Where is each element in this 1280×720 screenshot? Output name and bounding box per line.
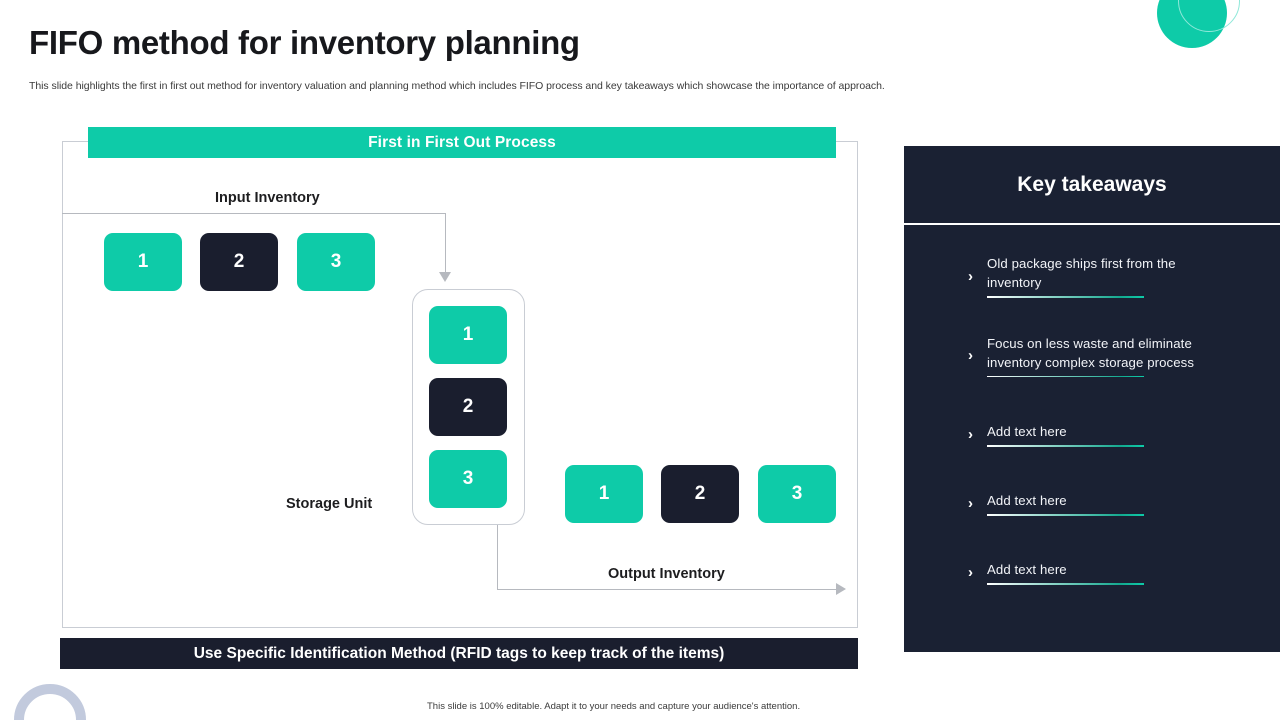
key-takeaway-underline: [987, 514, 1144, 516]
process-banner-title: First in First Out Process: [88, 127, 836, 158]
input-box-3[interactable]: 3: [297, 233, 375, 291]
key-takeaway-text: Add text here: [987, 424, 1067, 440]
key-takeaway-text: Focus on less waste and eliminate invent…: [987, 335, 1195, 370]
key-takeaway-body: Focus on less waste and eliminate invent…: [987, 334, 1201, 378]
key-takeaway-underline: [987, 445, 1144, 447]
input-box-1[interactable]: 1: [104, 233, 182, 291]
key-takeaway-item-4[interactable]: › Add text here: [904, 469, 1280, 538]
key-takeaway-body: Old package ships first from the invento…: [987, 254, 1201, 298]
label-storage-unit: Storage Unit: [286, 496, 373, 512]
input-box-2[interactable]: 2: [200, 233, 278, 291]
page-subtitle: This slide highlights the first in first…: [29, 80, 885, 92]
label-input-inventory: Input Inventory: [209, 190, 326, 206]
input-connector-horizontal: [62, 213, 446, 214]
key-takeaway-text: Add text here: [987, 562, 1067, 578]
output-box-3[interactable]: 3: [758, 465, 836, 523]
input-connector-vertical: [445, 213, 446, 275]
key-takeaway-item-3[interactable]: › Add text here: [904, 400, 1280, 469]
key-takeaway-underline: [987, 583, 1144, 585]
key-takeaway-item-1[interactable]: › Old package ships first from the inven…: [904, 241, 1280, 311]
key-takeaway-body: Add text here: [987, 491, 1201, 516]
output-box-2[interactable]: 2: [661, 465, 739, 523]
key-takeaway-text: Add text here: [987, 493, 1067, 509]
output-arrow-icon: [836, 583, 846, 595]
output-connector-vertical: [497, 525, 498, 590]
key-takeaway-text: Old package ships first from the invento…: [987, 256, 1176, 291]
chevron-right-icon: ›: [968, 267, 973, 285]
key-takeaways-list: › Old package ships first from the inven…: [904, 241, 1280, 607]
key-takeaway-body: Add text here: [987, 560, 1201, 585]
chevron-right-icon: ›: [968, 564, 973, 581]
decorative-ring-bottom-left: [14, 684, 86, 720]
key-takeaways-divider: [904, 223, 1280, 225]
key-takeaway-underline: [987, 375, 1144, 378]
key-takeaway-item-2[interactable]: › Focus on less waste and eliminate inve…: [904, 311, 1280, 400]
input-arrow-icon: [439, 272, 451, 282]
key-takeaway-item-5[interactable]: › Add text here: [904, 538, 1280, 607]
page-title: FIFO method for inventory planning: [29, 24, 580, 61]
storage-box-1[interactable]: 1: [429, 306, 507, 364]
storage-box-2[interactable]: 2: [429, 378, 507, 436]
output-connector-horizontal: [497, 589, 837, 590]
key-takeaway-underline: [987, 296, 1144, 298]
key-takeaways-title: Key takeaways: [1017, 172, 1167, 196]
output-box-1[interactable]: 1: [565, 465, 643, 523]
chevron-right-icon: ›: [968, 495, 973, 512]
chevron-right-icon: ›: [968, 426, 973, 443]
label-output-inventory: Output Inventory: [602, 566, 731, 582]
key-takeaways-panel: Key takeaways › Old package ships first …: [904, 146, 1280, 652]
key-takeaway-body: Add text here: [987, 422, 1201, 447]
footer-note: This slide is 100% editable. Adapt it to…: [427, 701, 801, 712]
chevron-right-icon: ›: [968, 347, 973, 364]
identification-method-bar: Use Specific Identification Method (RFID…: [60, 638, 858, 669]
storage-box-3[interactable]: 3: [429, 450, 507, 508]
